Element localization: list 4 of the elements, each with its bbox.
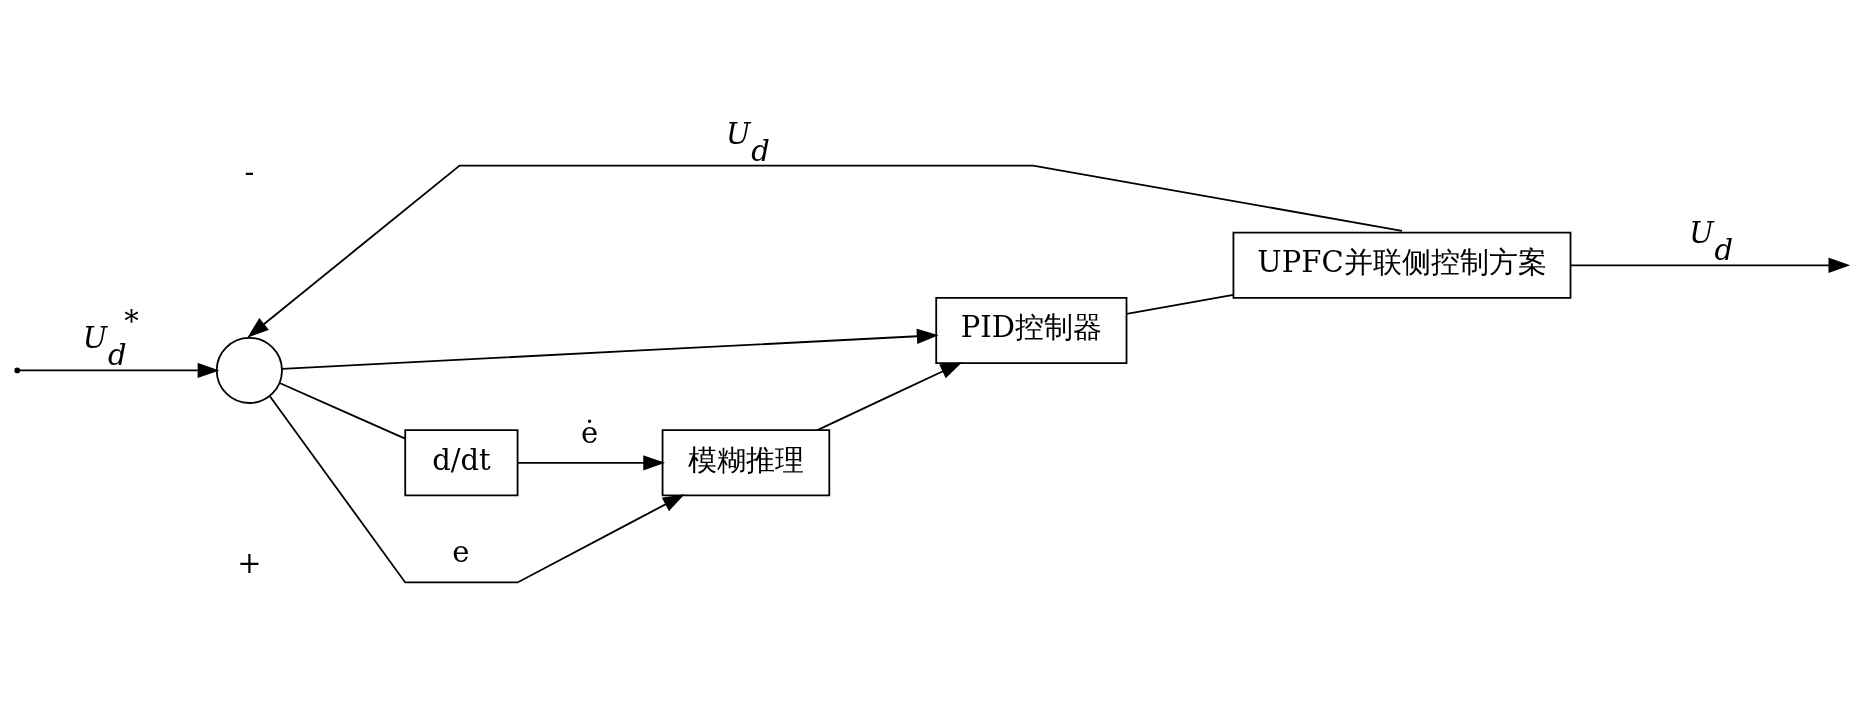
label: + <box>237 546 262 581</box>
edge-label: ė <box>581 415 599 450</box>
label: - <box>244 154 255 189</box>
edge-label: e <box>452 535 470 570</box>
